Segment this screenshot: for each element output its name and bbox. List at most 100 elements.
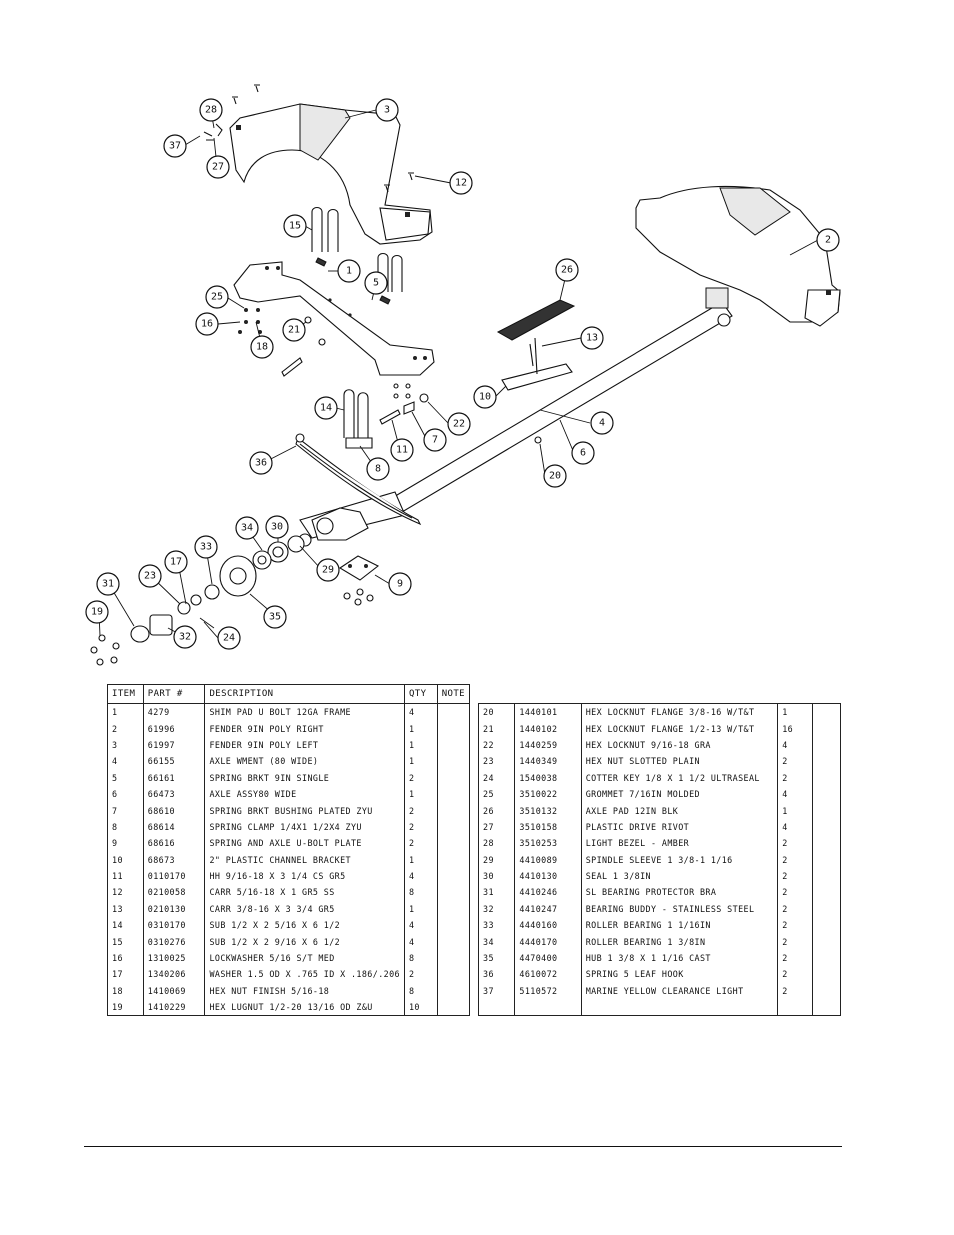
callout-label: 36	[255, 458, 267, 469]
cell-part: 3510158	[514, 818, 582, 836]
cell-qty: 1	[403, 736, 438, 754]
cell-part	[514, 999, 582, 1017]
cell-part: 61997	[142, 736, 206, 754]
cell-qty: 2	[403, 818, 438, 836]
callout-label: 30	[271, 522, 283, 533]
cell-qty: 1	[403, 753, 438, 770]
cell-qty: 8	[403, 949, 438, 967]
cell-part: 3510022	[514, 785, 582, 803]
cell-qty: 2	[777, 769, 813, 786]
callout-label: 14	[320, 403, 332, 414]
cell-qty: 4	[403, 933, 438, 950]
cell-item: 8	[107, 818, 144, 836]
callout-label: 10	[479, 392, 491, 403]
cell-note	[811, 769, 842, 786]
callout-label: 11	[396, 445, 408, 456]
table-header-row: ITEM PART # DESCRIPTION QTY NOTE	[107, 684, 471, 704]
cell-item: 18	[107, 982, 144, 1000]
cell-description: HEX LOCKNUT 9/16-18 GRA	[580, 736, 779, 754]
cell-note	[811, 720, 842, 737]
callout-label: 8	[375, 464, 381, 475]
cell-item: 22	[477, 736, 516, 754]
cell-qty: 2	[777, 753, 813, 770]
cell-note	[436, 785, 471, 803]
cell-item: 16	[107, 949, 144, 967]
callout-label: 5	[373, 278, 379, 289]
cell-item: 6	[107, 785, 144, 803]
cell-item: 5	[107, 769, 144, 786]
cell-qty: 1	[403, 785, 438, 803]
cell-description: SPINDLE SLEEVE 1 3/8-1 1/16	[580, 851, 779, 868]
cell-qty: 4	[403, 703, 438, 721]
cell-item: 32	[477, 900, 516, 918]
cell-note	[811, 785, 842, 803]
cell-description: SEAL 1 3/8IN	[580, 867, 779, 885]
callout-23: 23	[138, 564, 162, 588]
cell-item: 28	[477, 835, 516, 852]
callout-label: 23	[144, 571, 156, 582]
column-header-description: DESCRIPTION	[204, 684, 405, 704]
callout-15: 15	[283, 214, 307, 238]
cell-item: 20	[477, 703, 516, 721]
callout-label: 1	[346, 266, 352, 277]
cell-qty: 16	[777, 720, 813, 737]
cell-description: HH 9/16-18 X 3 1/4 CS GR5	[204, 867, 405, 885]
callout-label: 24	[223, 633, 235, 644]
column-header-qty: QTY	[403, 684, 438, 704]
bracket-hardware	[281, 357, 429, 425]
cell-note	[811, 917, 842, 934]
callout-label: 34	[241, 523, 253, 534]
cell-description: ROLLER BEARING 1 3/8IN	[580, 933, 779, 950]
callout-37: 37	[163, 134, 187, 158]
cell-note	[436, 884, 471, 901]
cell-item: 15	[107, 933, 144, 950]
cell-qty: 2	[403, 802, 438, 819]
callout-20: 20	[543, 464, 567, 488]
cell-note	[811, 851, 842, 868]
cell-item: 17	[107, 966, 144, 983]
cell-note	[436, 949, 471, 967]
cell-item	[477, 999, 516, 1017]
cell-qty	[777, 999, 813, 1017]
cell-note	[811, 966, 842, 983]
cell-item: 23	[477, 753, 516, 770]
cell-note	[436, 851, 471, 868]
callout-10: 10	[473, 385, 497, 409]
cell-description: HUB 1 3/8 X 1 1/16 CAST	[580, 949, 779, 967]
cell-part: 4470400	[514, 949, 582, 967]
cell-note	[436, 867, 471, 885]
cell-description: LOCKWASHER 5/16 S/T MED	[204, 949, 405, 967]
cell-description: CARR 3/8-16 X 3 3/4 GR5	[204, 900, 405, 918]
cell-part: 1440101	[514, 703, 582, 721]
callout-label: 37	[169, 141, 181, 152]
cell-note	[811, 753, 842, 770]
cell-description: AXLE PAD 12IN BLK	[580, 802, 779, 819]
spindle-hub	[130, 507, 369, 643]
cell-description: SPRING 5 LEAF HOOK	[580, 966, 779, 983]
callout-25: 25	[205, 285, 229, 309]
cell-description: PLASTIC DRIVE RIVOT	[580, 818, 779, 836]
callout-3: 3	[375, 98, 399, 122]
cell-part: 4410089	[514, 851, 582, 868]
callout-31: 31	[96, 572, 120, 596]
column-header-item: ITEM	[107, 684, 144, 704]
callout-27: 27	[206, 155, 230, 179]
cell-part: 68614	[142, 818, 206, 836]
